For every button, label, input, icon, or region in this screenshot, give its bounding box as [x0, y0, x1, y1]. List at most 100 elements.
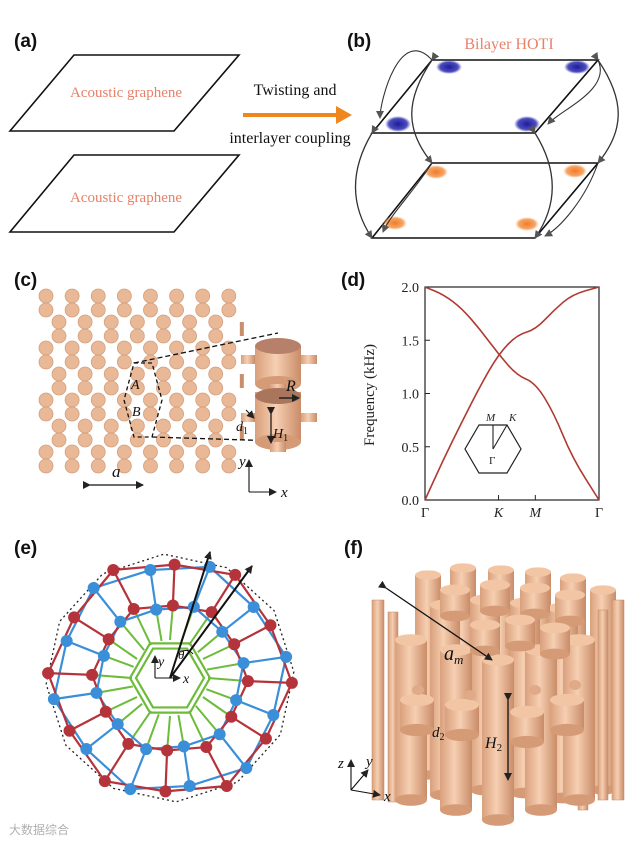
top-layer-site: [107, 563, 120, 576]
lattice-resonator: [169, 302, 184, 318]
lattice-resonator: [221, 406, 237, 422]
band-lines: [424, 286, 600, 501]
height2-label: H: [484, 735, 498, 752]
coupling-arc: [547, 59, 601, 125]
lattice-resonator: [129, 432, 145, 448]
lattice-resonator: [169, 406, 184, 422]
lattice-resonator: [143, 392, 158, 408]
lattice-resonator: [38, 392, 54, 408]
neck-tube: [412, 685, 424, 695]
top-layer-site: [285, 676, 298, 689]
lattice-resonator: [51, 366, 67, 382]
lattice-resonator: [156, 380, 171, 396]
lattice-resonator: [169, 444, 184, 460]
lattice-resonator: [38, 444, 54, 460]
lattice-resonator: [221, 458, 237, 474]
lattice-resonator: [169, 458, 184, 474]
bottom-layer-site: [177, 740, 190, 753]
lattice-resonator: [143, 354, 158, 370]
lattice-resonator: [169, 354, 184, 370]
panel-f-label: (f): [344, 538, 363, 559]
lattice-resonator: [221, 444, 237, 460]
front-pillar-top: [563, 634, 595, 646]
lattice-resonator: [195, 354, 211, 370]
lattice-resonator: [77, 314, 93, 330]
lattice-resonator: [103, 418, 119, 434]
lattice-resonator: [129, 328, 145, 344]
panel-e-label: (e): [14, 538, 37, 559]
arrow-label-line2: interlayer coupling: [229, 130, 350, 147]
bz-k-label: K: [508, 412, 517, 424]
neck-width-arrow: [245, 409, 255, 419]
lattice-resonator: [90, 340, 106, 356]
front-pillar-base: [563, 794, 595, 806]
lattice-resonator: [77, 328, 93, 344]
lattice-resonator: [208, 314, 224, 330]
bottom-layer-site: [183, 779, 196, 792]
central-hexagon: [128, 642, 212, 714]
lattice-resonator: [90, 354, 106, 370]
lattice-resonator: [64, 340, 80, 356]
upper-resonator-top: [555, 589, 585, 601]
lattice-resonator: [103, 380, 119, 396]
top-layer-site: [166, 599, 179, 612]
coupling-arc: [411, 51, 440, 164]
lattice-resonator: [208, 432, 224, 448]
top-layer-site: [127, 602, 140, 615]
lattice-resonator: [64, 458, 80, 474]
upper-resonator-top: [440, 584, 470, 596]
lattice-resonator: [77, 366, 93, 382]
lattice-resonator: [90, 458, 106, 474]
layer-bond: [149, 569, 158, 610]
back-pillar-top: [560, 573, 586, 583]
bottom-layer-site: [237, 657, 250, 670]
central-hexagon: [134, 647, 206, 709]
top-layer-site: [225, 710, 238, 723]
lattice-resonator: [116, 406, 132, 422]
twisted-moire-lattice: [42, 551, 298, 803]
svg-text:d1: d1: [236, 420, 248, 437]
height-subscript: 1: [283, 433, 288, 444]
layer-bond: [85, 723, 119, 750]
lattice-resonator: [64, 354, 80, 370]
layer-bond: [243, 655, 287, 665]
height2-subscript: 2: [497, 742, 503, 754]
lattice-resonator: [90, 302, 106, 318]
lattice-resonator: [143, 340, 158, 356]
lattice-resonator: [195, 302, 211, 318]
interlayer-link: [188, 611, 213, 646]
y-tick-label: 0.0: [402, 494, 420, 509]
interlayer-link: [91, 673, 133, 679]
orange-corner-state: [383, 216, 407, 230]
coupling-arc: [376, 50, 433, 119]
bottom-layer-site: [124, 783, 137, 796]
top-layer-site: [220, 780, 233, 793]
lattice-resonator: [90, 288, 106, 304]
y-axis-title: Frequency (kHz): [362, 344, 378, 446]
lattice-resonator: [51, 328, 67, 344]
lattice-resonator: [195, 444, 211, 460]
lattice-resonator: [143, 406, 158, 422]
lattice-resonator: [182, 314, 197, 330]
bottom-layer-site: [60, 635, 73, 648]
coupling-arc: [381, 162, 433, 233]
svg-text:d2: d2: [432, 725, 445, 743]
svg-text:H2: H2: [484, 735, 502, 754]
lattice-resonator: [143, 444, 158, 460]
lattice-resonator: [38, 354, 54, 370]
top-layer-site: [241, 675, 254, 688]
svg-text:am: am: [444, 643, 463, 667]
bottom-layer-site: [114, 615, 127, 628]
lattice-resonator: [156, 432, 171, 448]
panel-a: (a) Acoustic graphene Acoustic graphene …: [8, 31, 352, 233]
layer-bond: [73, 616, 110, 641]
interlayer-link: [132, 608, 152, 646]
bottom-layer-site: [144, 564, 157, 577]
layer-bond: [129, 748, 148, 790]
lattice-resonator: [221, 302, 237, 318]
layer-bond: [164, 750, 169, 792]
lattice-resonator: [156, 418, 171, 434]
interlayer-link: [127, 710, 152, 745]
panel-d-label: (d): [341, 270, 365, 291]
